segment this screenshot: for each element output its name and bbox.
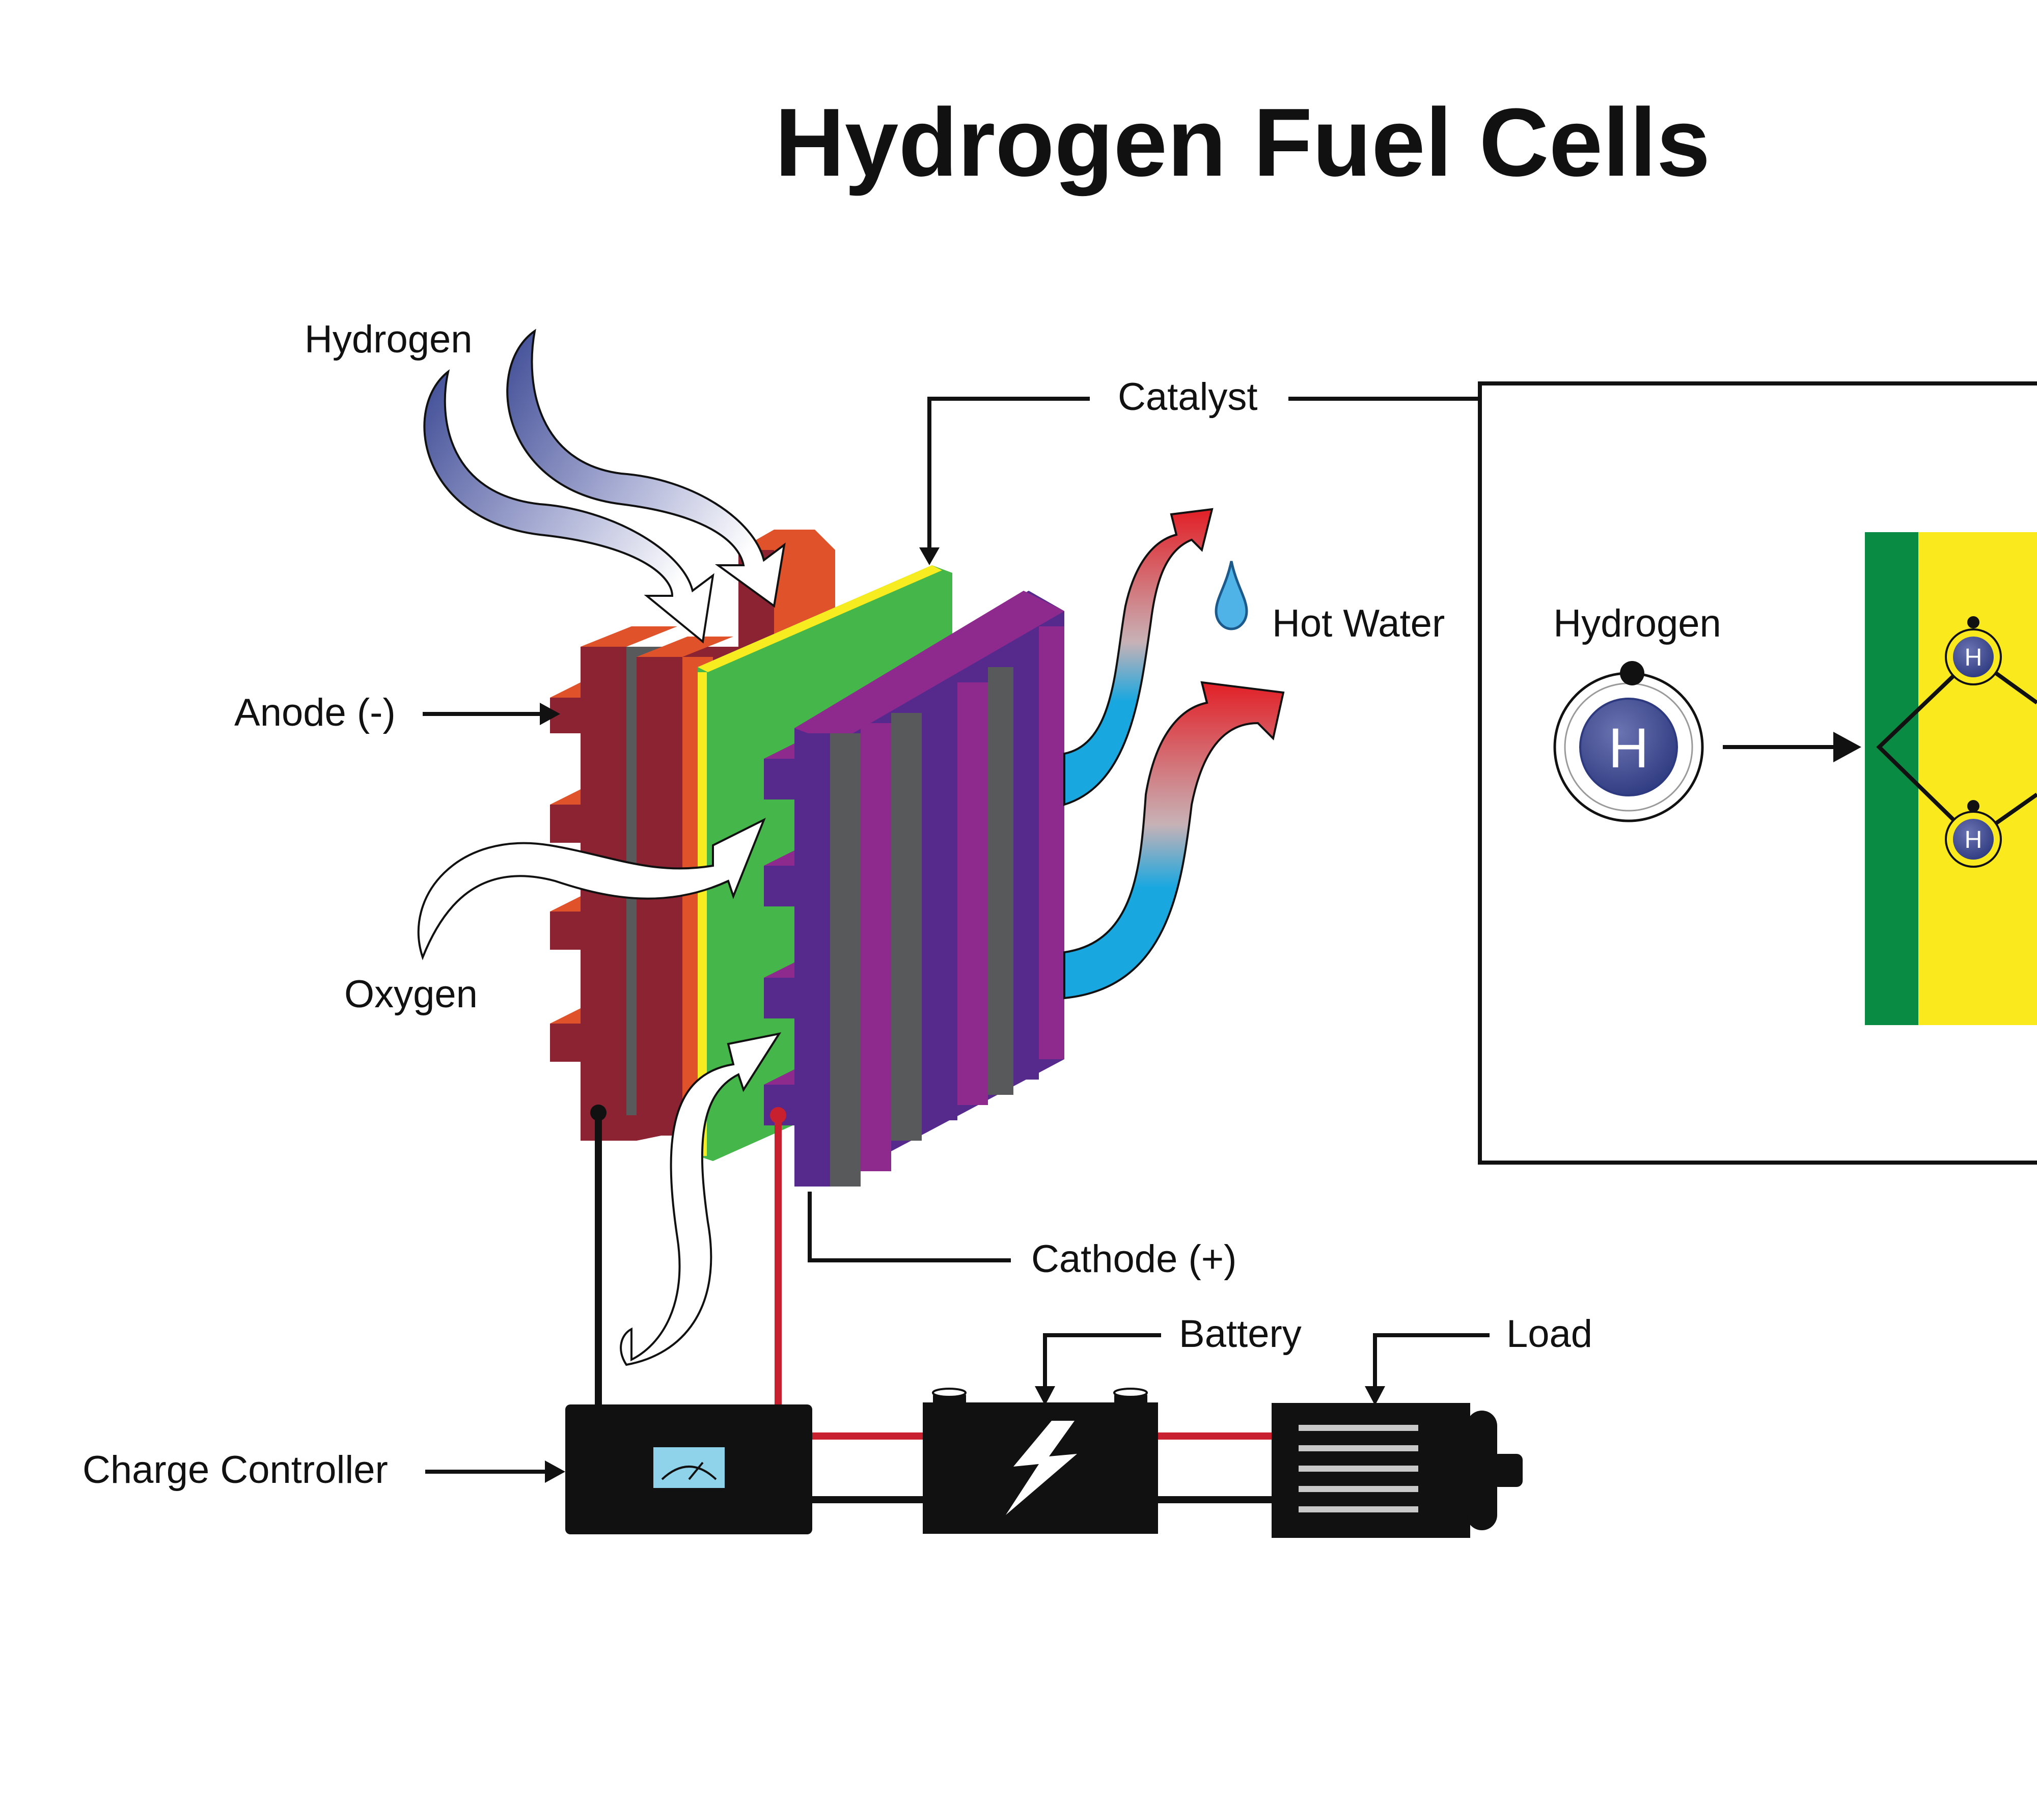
battery (923, 1388, 1158, 1534)
page-title: Hydrogen Fuel Cells (775, 89, 1710, 197)
atom-symbol: H (1608, 717, 1648, 780)
oxygen-label: Oxygen (344, 973, 478, 1016)
catalyst-label: Catalyst (1118, 375, 1258, 419)
cathode-label: Cathode (+) (1031, 1237, 1236, 1281)
load-arrowhead (1365, 1386, 1385, 1405)
hot-water-arrow-2 (1063, 681, 1285, 1000)
hydrogen-arrow-2 (506, 328, 786, 608)
hydrogen-arrow-1 (423, 369, 714, 644)
inset-panel: Hydrogen H H H (1478, 381, 2037, 1165)
catalyst-layer (698, 672, 707, 1156)
battery-label: Battery (1179, 1312, 1302, 1356)
charge-controller (565, 1404, 812, 1534)
oxygen-arrow-2 (620, 1032, 782, 1366)
anode-label: Anode (-) (234, 691, 396, 734)
charge-controller-arrowhead (545, 1460, 565, 1483)
load-motor (1272, 1403, 1523, 1538)
load-label: Load (1506, 1312, 1592, 1356)
catalyst-leader-line (927, 397, 1090, 553)
electron (1620, 661, 1644, 685)
inset-hydrogen-label: Hydrogen (1553, 602, 1721, 645)
charge-controller-label: Charge Controller (82, 1448, 388, 1492)
small-hydrogen-atom-1 (1953, 637, 1994, 677)
reaction-arrowhead (1833, 732, 1861, 762)
battery-leader-line (1043, 1333, 1161, 1390)
small-atom-symbol-1: H (1965, 644, 1983, 671)
load-leader-line (1373, 1333, 1490, 1390)
cathode-plate (764, 591, 1064, 1187)
cathode-leader-line (808, 1192, 1011, 1262)
anode-terminal (590, 1105, 607, 1121)
hydrogen-label: Hydrogen (305, 318, 473, 361)
inset-catalyst-strip (1918, 532, 2037, 1025)
hot-water-arrow-1 (1063, 508, 1214, 806)
lightning-bolt-icon (1006, 1421, 1077, 1515)
oxygen-arrow-1 (417, 817, 766, 960)
battery-arrowhead (1035, 1386, 1055, 1405)
catalyst-arrowhead (919, 547, 940, 565)
hot-water-label: Hot Water (1272, 602, 1445, 645)
cathode-terminal (770, 1107, 786, 1123)
water-drop-icon (1215, 561, 1248, 630)
anode-arrowhead (540, 703, 560, 725)
small-atom-symbol-2: H (1965, 826, 1983, 853)
hydrogen-atom-icon (1579, 698, 1678, 796)
small-hydrogen-atom-2 (1953, 819, 1994, 860)
